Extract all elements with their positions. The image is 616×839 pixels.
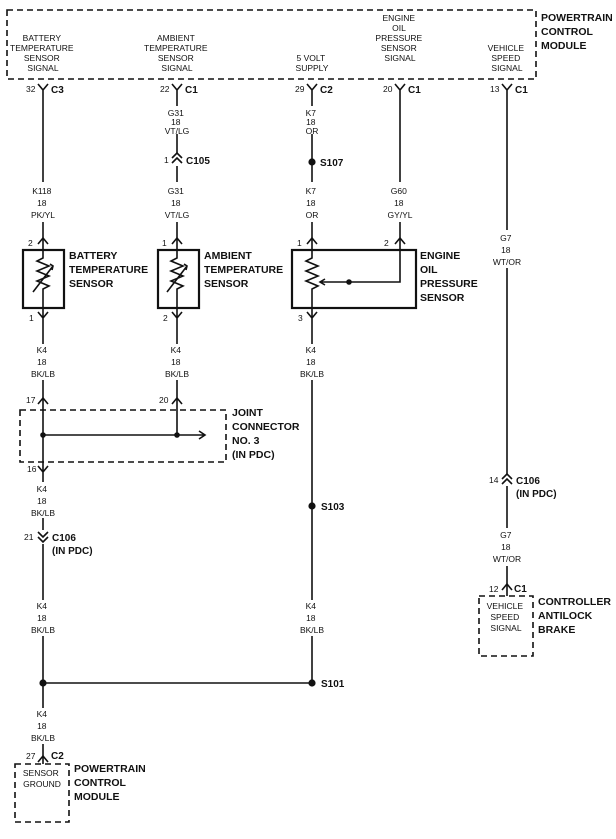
abs-connector-id: C1: [514, 584, 527, 595]
pcm-pin-number: 20: [383, 84, 393, 94]
pcm-pin-label-oil-pressure: ENGINE OIL PRESSURE SENSOR SIGNAL: [375, 13, 424, 63]
wire-label-k118: K118 18 PK/YL: [31, 186, 55, 220]
terminal-mark: [37, 236, 49, 250]
sensor-pin-number: 1: [162, 238, 167, 248]
abs-module-name: CONTROLLER ANTILOCK BRAKE: [538, 596, 614, 636]
connector-location: (IN PDC): [52, 546, 93, 557]
pcm-connector-id: C2: [320, 85, 333, 96]
sensor-pin-number: 2: [384, 238, 389, 248]
terminal-mark: [37, 308, 49, 324]
pcm-pin-label-vehicle-speed: VEHICLE SPEED SIGNAL: [488, 43, 527, 73]
sensor-pin-number: 2: [28, 238, 33, 248]
connector-id: C106: [52, 533, 76, 544]
connector-c106-left: 21 C106 (IN PDC): [24, 531, 93, 557]
ambient-temperature-sensor: [156, 248, 201, 310]
wire-label-k4: K4 18 BK/LB: [31, 345, 55, 379]
pcm-bottom-pin-label: SENSOR GROUND: [23, 768, 61, 789]
pcm-bottom-name: POWERTRAIN CONTROL MODULE: [74, 763, 149, 803]
connector-location: (IN PDC): [516, 489, 557, 500]
joint-connector-name: JOINT CONNECTOR NO. 3 (IN PDC): [232, 407, 302, 461]
wire-label-k4: K4 18 BK/LB: [31, 709, 55, 743]
connector-c105: 1 C105: [164, 151, 210, 167]
pcm-connector-id: C1: [515, 85, 528, 96]
wire-label-k4: K4 18 BK/LB: [165, 345, 189, 379]
sensor-pin-number: 1: [297, 238, 302, 248]
sensor-pin-number: 3: [298, 313, 303, 323]
splice-dot: [308, 158, 316, 166]
abs-pin-number: 12: [489, 584, 499, 594]
connector-pin-number: 1: [164, 155, 169, 165]
terminal-mark: [394, 83, 406, 96]
joint-pin-number: 16: [27, 464, 37, 474]
wire-label-g7: G7 18 WT/OR: [493, 530, 521, 564]
pcm-bottom-pin-number: 27: [26, 751, 36, 761]
connector-pin-number: 14: [489, 475, 499, 485]
terminal-mark: [501, 83, 513, 96]
ambient-temperature-sensor-name: AMBIENT TEMPERATURE SENSOR: [204, 250, 286, 290]
engine-oil-pressure-sensor-name: ENGINE OIL PRESSURE SENSOR: [420, 250, 481, 304]
splice-dot: [308, 502, 316, 510]
terminal-mark: [501, 582, 513, 596]
connector-id: C106: [516, 476, 540, 487]
pcm-connector-id: C3: [51, 85, 64, 96]
pcm-pin-label-5v-supply: 5 VOLT SUPPLY: [296, 53, 329, 73]
pcm-pin-number: 32: [26, 84, 36, 94]
terminal-mark: [171, 308, 183, 324]
pcm-pin-number: 13: [490, 84, 500, 94]
wire-label-k4: K4 18 BK/LB: [31, 484, 55, 518]
pcm-bottom-outline: [14, 763, 70, 823]
terminal-mark: [171, 83, 183, 96]
connector-c106-right: 14 C106 (IN PDC): [489, 472, 557, 500]
pcm-connector-id: C1: [408, 85, 421, 96]
connector-id: C105: [186, 156, 210, 167]
splice-label: S107: [320, 158, 344, 169]
terminal-mark: [171, 236, 183, 250]
wire-label-k4: K4 18 BK/LB: [300, 601, 324, 635]
pcm-pin-number: 29: [295, 84, 305, 94]
wire-label-k4: K4 18 BK/LB: [300, 345, 324, 379]
splice-dot: [308, 679, 316, 687]
battery-temperature-sensor-name: BATTERY TEMPERATURE SENSOR: [69, 250, 151, 290]
wire-label-k4: K4 18 BK/LB: [31, 601, 55, 635]
terminal-mark: [37, 754, 49, 764]
sensor-pin-number: 2: [163, 313, 168, 323]
engine-oil-pressure-sensor: [290, 248, 418, 310]
pcm-pin-label-ambient-temp: AMBIENT TEMPERATURE SENSOR SIGNAL: [144, 33, 210, 73]
pcm-pin-label-battery-temp: BATTERY TEMPERATURE SENSOR SIGNAL: [10, 33, 76, 73]
pcm-top-title: POWERTRAIN CONTROL MODULE: [541, 12, 616, 52]
abs-module-outline: [478, 595, 534, 657]
splice-label: S101: [321, 679, 345, 690]
terminal-mark: [306, 308, 318, 324]
joint-pin-number: 17: [26, 395, 36, 405]
wire-label-g60: G60 18 GY/YL: [387, 186, 412, 220]
wire-label-k7: K7 18 OR: [306, 186, 319, 220]
joint-connector-no3: [19, 396, 227, 474]
wire-label-k7: K7 18 OR: [306, 108, 319, 136]
terminal-mark: [306, 83, 318, 96]
pcm-top-outline: [6, 9, 537, 80]
wire-label-g7: G7 18 WT/OR: [493, 233, 521, 267]
terminal-mark: [394, 236, 406, 250]
terminal-mark: [37, 83, 49, 96]
pcm-pin-number: 22: [160, 84, 170, 94]
wire-label-g31: G31 18 VT/LG: [165, 108, 190, 136]
battery-temperature-sensor: [21, 248, 66, 310]
pcm-connector-id: C1: [185, 85, 198, 96]
wire-label-g31: G31 18 VT/LG: [165, 186, 190, 220]
terminal-mark: [306, 236, 318, 250]
connector-pin-number: 21: [24, 532, 34, 542]
splice-dot: [39, 679, 47, 687]
sensor-pin-number: 1: [29, 313, 34, 323]
joint-pin-number: 20: [159, 395, 169, 405]
splice-label: S103: [321, 502, 345, 513]
abs-pin-label: VEHICLE SPEED SIGNAL: [487, 601, 526, 633]
pcm-bottom-connector-id: C2: [51, 751, 64, 762]
